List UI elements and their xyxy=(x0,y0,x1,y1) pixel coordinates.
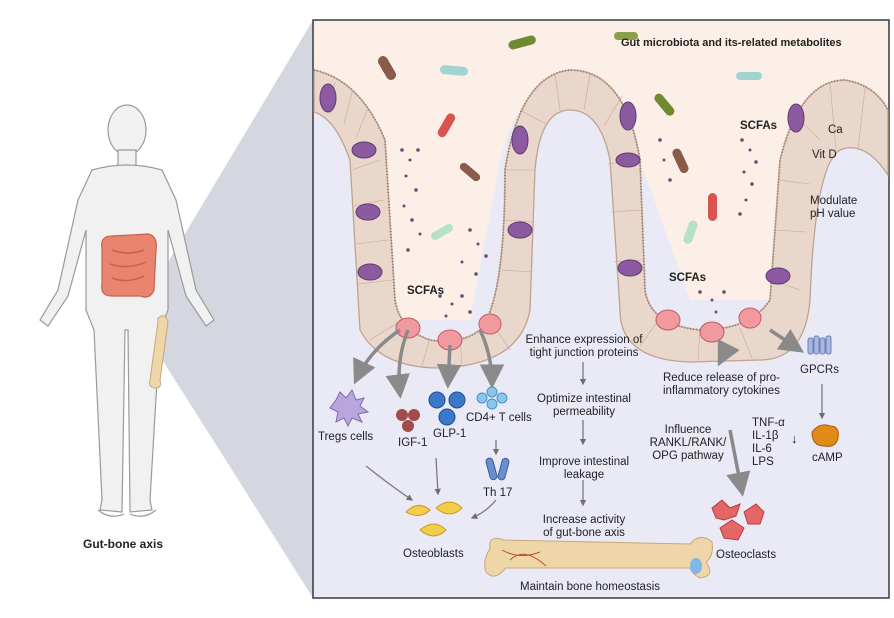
human-figure xyxy=(39,104,215,517)
tregs-label: Tregs cells xyxy=(318,431,374,443)
igf1-icon xyxy=(396,409,420,432)
femur-bone-icon xyxy=(484,537,713,579)
thin-arrows xyxy=(365,362,826,519)
glp1-label: GLP-1 xyxy=(433,428,467,440)
rankl-label: Influence RANKL/RANK/ OPG pathway xyxy=(649,424,727,462)
gpcrs-label: GPCRs xyxy=(800,364,839,376)
cytokines-label: Reduce release of pro- inflammatory cyto… xyxy=(663,372,780,397)
cytokine-list: TNF-α IL-1β IL-6 LPS xyxy=(752,417,785,468)
camp-label: cAMP xyxy=(812,452,843,464)
cd4-label: CD4+ T cells xyxy=(466,412,532,424)
ph-label: Modulate pH value xyxy=(810,195,858,220)
camp-icon xyxy=(811,424,839,447)
panel-title: Gut microbiota and its-related metabolit… xyxy=(621,37,842,49)
gpcr-icon xyxy=(807,335,832,355)
osteoblasts-icon xyxy=(405,501,463,537)
osteoblasts-label: Osteoblasts xyxy=(403,548,464,560)
goblet-cells xyxy=(319,83,805,285)
scfa-label-center: SCFAs xyxy=(669,272,707,284)
tregs-cell-icon xyxy=(329,388,370,428)
magnification-cone xyxy=(156,20,313,598)
pathway-step-3: Improve intestinal leakage xyxy=(538,456,630,481)
decrease-arrow: ↓ xyxy=(791,431,798,446)
bone-homeostasis-label: Maintain bone homeostasis xyxy=(520,581,660,593)
osteoclasts-label: Osteoclasts xyxy=(716,549,777,561)
flow-arrows xyxy=(353,328,805,497)
scfa-particles xyxy=(400,138,758,318)
pathway-step-1: Enhance expression of tight junction pro… xyxy=(525,334,643,359)
crypt-cells xyxy=(395,307,762,351)
pathway-step-2: Optimize intestinal permeability xyxy=(537,393,631,418)
bacteria xyxy=(378,32,762,244)
th17-icon xyxy=(485,457,510,481)
vitamin-d-label: Vit D xyxy=(812,149,837,161)
scfa-label-right: SCFAs xyxy=(740,120,778,132)
pathway-step-4: Increase activity of gut-bone axis xyxy=(542,514,626,539)
gut-lumen xyxy=(314,21,888,320)
th17-label: Th 17 xyxy=(483,487,513,499)
osteoclasts-icon xyxy=(711,499,765,541)
figure-caption: Gut-bone axis xyxy=(83,537,164,551)
body-bone-icon xyxy=(149,315,169,389)
cd4-t-cell-icon xyxy=(476,386,508,410)
scfa-label-left: SCFAs xyxy=(407,285,445,297)
body-gut-icon xyxy=(101,233,157,298)
igf1-label: IGF-1 xyxy=(398,437,428,449)
glp1-icon xyxy=(428,391,466,426)
calcium-label: Ca xyxy=(828,124,843,136)
